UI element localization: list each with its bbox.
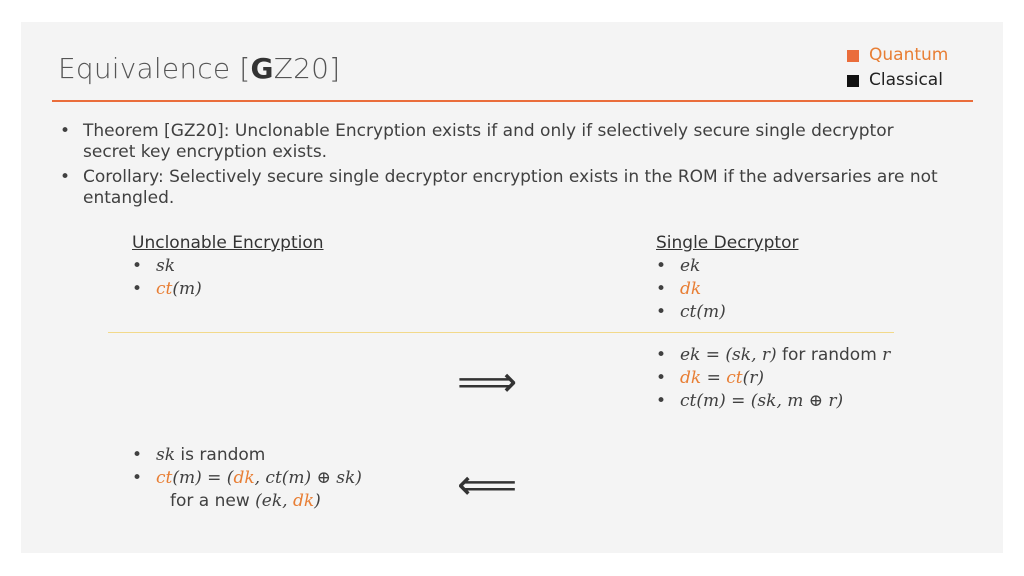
list-item: • ek bbox=[656, 255, 798, 278]
list-item: • ek = (sk, r) for random r bbox=[656, 344, 890, 367]
ct-term-quantum: ct bbox=[156, 468, 173, 488]
legend-quantum: Quantum bbox=[847, 43, 948, 68]
bullet-corollary: • Corollary: Selectively secure single d… bbox=[60, 167, 940, 209]
legend: Quantum Classical bbox=[847, 43, 948, 93]
bullet-theorem: • Theorem [GZ20]: Unclonable Encryption … bbox=[60, 121, 940, 163]
title-prefix: Equivalence [ bbox=[58, 52, 251, 85]
backward-construction: • sk is random • ct(m) = (dk, ct(m) ⊕ sk… bbox=[132, 444, 362, 513]
ct-m-term: ct(m) bbox=[680, 302, 726, 322]
dk-term-quantum: dk bbox=[233, 468, 255, 488]
implies-left-arrow-icon: ⟸ bbox=[457, 460, 518, 509]
ek-term: ek bbox=[680, 256, 701, 276]
bullet-icon: • bbox=[656, 302, 667, 322]
unclonable-encryption-title: Unclonable Encryption bbox=[132, 233, 324, 253]
list-item: • dk = ct(r) bbox=[656, 367, 890, 390]
list-item: • ct(m) bbox=[656, 301, 798, 324]
for-random-text: for random bbox=[776, 345, 883, 365]
single-decryptor-column: Single Decryptor • ek • dk • ct(m) bbox=[656, 232, 798, 324]
bullet-icon: • bbox=[132, 279, 143, 299]
bullet-icon: • bbox=[132, 256, 143, 276]
slide: Equivalence [GZ20] Quantum Classical • T… bbox=[21, 22, 1003, 553]
forward-construction: • ek = (sk, r) for random r • dk = ct(r)… bbox=[656, 344, 890, 413]
ct-definition: ct(m) = (sk, m ⊕ r) bbox=[680, 391, 844, 411]
ct-rest: , ct(m) ⊕ sk) bbox=[254, 468, 362, 488]
is-random-text: is random bbox=[175, 445, 266, 465]
bullet-icon: • bbox=[60, 121, 71, 141]
bullet-icon: • bbox=[656, 345, 667, 365]
bullet-icon: • bbox=[132, 468, 143, 488]
ct-arg: (r) bbox=[742, 368, 765, 388]
dk-term-quantum: dk bbox=[292, 491, 315, 511]
bullet-icon: • bbox=[656, 256, 667, 276]
bullet-icon: • bbox=[60, 167, 71, 187]
list-item: • sk bbox=[132, 255, 324, 278]
title-bold: G bbox=[250, 52, 274, 85]
ct-term-quantum: ct bbox=[726, 368, 743, 388]
list-item: • ct(m) bbox=[132, 278, 324, 301]
ct-term-quantum: ct bbox=[156, 279, 173, 299]
quantum-swatch-icon bbox=[847, 49, 859, 62]
bullet-text: Corollary: Selectively secure single dec… bbox=[83, 167, 938, 208]
bullet-icon: • bbox=[132, 445, 143, 465]
equals-sign: = bbox=[701, 368, 727, 388]
section-divider bbox=[108, 332, 894, 333]
pair-close: ) bbox=[314, 491, 321, 511]
classical-swatch-icon bbox=[847, 74, 859, 87]
list-item: • ct(m) = (sk, m ⊕ r) bbox=[656, 390, 890, 413]
list-item: • dk bbox=[656, 278, 798, 301]
dk-term-quantum: dk bbox=[680, 279, 702, 299]
sk-term: sk bbox=[156, 445, 176, 465]
legend-classical: Classical bbox=[847, 68, 948, 93]
for-a-new-text: for a new bbox=[170, 491, 256, 511]
main-bullets: • Theorem [GZ20]: Unclonable Encryption … bbox=[60, 121, 940, 213]
single-decryptor-title: Single Decryptor bbox=[656, 233, 799, 253]
sk-term: sk bbox=[156, 256, 176, 276]
title-divider bbox=[52, 100, 973, 102]
page-title: Equivalence [GZ20] bbox=[58, 52, 340, 85]
bullet-icon: • bbox=[656, 368, 667, 388]
legend-quantum-label: Quantum bbox=[869, 45, 949, 65]
ct-arg: (m) bbox=[172, 279, 202, 299]
bullet-icon: • bbox=[656, 279, 667, 299]
list-item: • ct(m) = (dk, ct(m) ⊕ sk) bbox=[132, 467, 362, 490]
dk-term-quantum: dk bbox=[680, 368, 702, 388]
bullet-text: Theorem [GZ20]: Unclonable Encryption ex… bbox=[83, 121, 894, 162]
implies-right-arrow-icon: ⟹ bbox=[457, 357, 518, 406]
r-term: r bbox=[882, 345, 891, 365]
list-item: • sk is random bbox=[132, 444, 362, 467]
bullet-icon: • bbox=[656, 391, 667, 411]
ek-definition: ek = (sk, r) bbox=[680, 345, 777, 365]
legend-classical-label: Classical bbox=[869, 70, 943, 90]
ct-mid: (m) = ( bbox=[172, 468, 234, 488]
list-item-continuation: for a new (ek, dk) bbox=[132, 490, 362, 513]
unclonable-encryption-column: Unclonable Encryption • sk • ct(m) bbox=[132, 232, 324, 301]
pair-open: (ek, bbox=[255, 491, 293, 511]
title-suffix: Z20] bbox=[273, 52, 341, 85]
